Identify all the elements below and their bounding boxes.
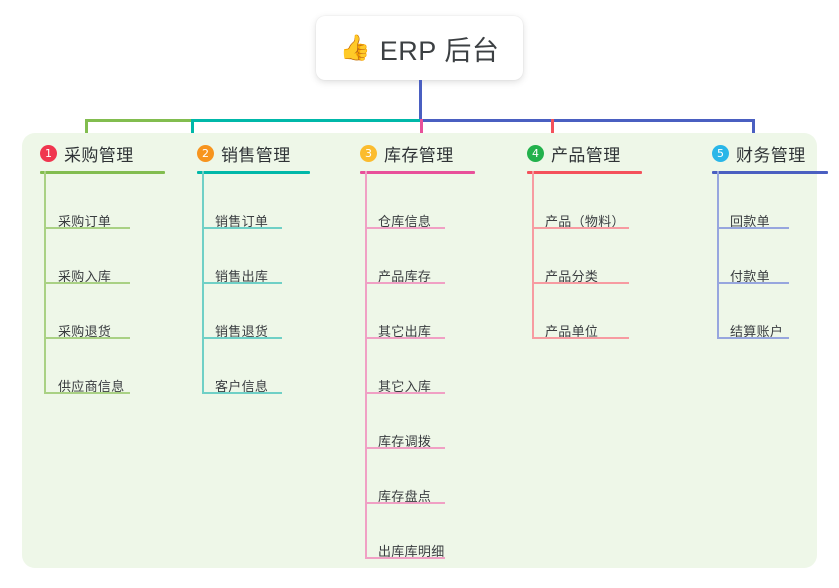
branch-title: 库存管理 [384, 146, 454, 165]
branch-spine-line [532, 171, 534, 337]
branch-number-badge: 1 [40, 145, 57, 162]
leaf-item[interactable]: 销售订单 [215, 214, 269, 229]
branch-spine-line [44, 171, 46, 392]
leaf-item[interactable]: 其它入库 [378, 379, 432, 394]
root-node-erp-backend[interactable]: 👍 ERP 后台 [316, 16, 523, 80]
branch-header-1[interactable]: 1 采购管理 [40, 141, 134, 166]
branch-column-3: 3 库存管理仓库信息产品库存其它出库其它入库库存调拨库存盘点出库库明细 [360, 133, 515, 568]
branch-header-underline [712, 171, 828, 174]
leaf-item-underline [44, 282, 130, 284]
leaf-item-underline [365, 447, 445, 449]
branch-header-5[interactable]: 5 财务管理 [712, 141, 806, 166]
leaf-item-underline [365, 227, 445, 229]
bus-segment-2 [191, 119, 420, 122]
leaf-item[interactable]: 产品（物料） [545, 214, 625, 229]
branch-number-badge: 5 [712, 145, 729, 162]
leaf-item-underline [365, 502, 445, 504]
leaf-item-underline [202, 282, 282, 284]
branch-column-4: 4 产品管理产品（物料） 产品分类产品单位 [527, 133, 682, 568]
leaf-item-underline [44, 392, 130, 394]
branch-title: 财务管理 [736, 146, 806, 165]
branch-header-underline [197, 171, 310, 174]
branch-title: 采购管理 [64, 146, 134, 165]
leaf-item-underline [532, 227, 629, 229]
leaf-item[interactable]: 仓库信息 [378, 214, 432, 229]
leaf-item-underline [202, 392, 282, 394]
leaf-item-underline [532, 282, 629, 284]
leaf-item-underline [365, 557, 445, 559]
leaf-item-underline [365, 282, 445, 284]
branch-header-underline [527, 171, 642, 174]
leaf-item-underline [202, 227, 282, 229]
leaf-item[interactable]: 出库库明细 [378, 544, 445, 559]
branch-number-badge: 4 [527, 145, 544, 162]
leaf-item[interactable]: 销售出库 [215, 269, 269, 284]
leaf-item-underline [365, 337, 445, 339]
leaf-item-underline [44, 227, 130, 229]
leaf-item[interactable]: 采购退货 [58, 324, 112, 339]
branch-spine-line [202, 171, 204, 392]
branch-header-2[interactable]: 2 销售管理 [197, 141, 291, 166]
leaf-item-underline [717, 337, 789, 339]
leaf-item[interactable]: 付款单 [730, 269, 770, 284]
branch-column-2: 2 销售管理销售订单销售出库销售退货客户信息 [197, 133, 350, 568]
leaf-item-underline [202, 337, 282, 339]
branch-header-3[interactable]: 3 库存管理 [360, 141, 454, 166]
branch-header-underline [360, 171, 475, 174]
leaf-item[interactable]: 库存调拨 [378, 434, 432, 449]
leaf-item-underline [532, 337, 629, 339]
leaf-item-underline [717, 227, 789, 229]
leaf-item[interactable]: 产品库存 [378, 269, 432, 284]
bus-segment-3 [420, 119, 752, 122]
leaf-item[interactable]: 采购订单 [58, 214, 112, 229]
leaf-item[interactable]: 产品分类 [545, 269, 599, 284]
branch-header-underline [40, 171, 165, 174]
leaf-item[interactable]: 结算账户 [730, 324, 784, 339]
branches-panel: 1 采购管理采购订单采购入库采购退货供应商信息 2 销售管理销售订单销售出库销售退货客… [22, 133, 828, 568]
root-stem-line [419, 80, 422, 120]
branch-number-badge: 2 [197, 145, 214, 162]
leaf-item[interactable]: 回款单 [730, 214, 770, 229]
leaf-item[interactable]: 采购入库 [58, 269, 112, 284]
leaf-item[interactable]: 客户信息 [215, 379, 269, 394]
branch-spine-line [717, 171, 719, 337]
thumbs-up-icon: 👍 [339, 33, 371, 62]
leaf-item[interactable]: 供应商信息 [58, 379, 125, 394]
branch-title: 产品管理 [551, 146, 621, 165]
branch-spine-line [365, 171, 367, 557]
leaf-item-underline [717, 282, 789, 284]
leaf-item[interactable]: 销售退货 [215, 324, 269, 339]
branch-number-badge: 3 [360, 145, 377, 162]
branch-column-5: 5 财务管理回款单付款单结算账户 [712, 133, 839, 568]
branch-title: 销售管理 [221, 146, 291, 165]
leaf-item[interactable]: 库存盘点 [378, 489, 432, 504]
branch-header-4[interactable]: 4 产品管理 [527, 141, 621, 166]
leaf-item-underline [365, 392, 445, 394]
leaf-item[interactable]: 产品单位 [545, 324, 599, 339]
leaf-item[interactable]: 其它出库 [378, 324, 432, 339]
root-node-title: ERP 后台 [379, 35, 500, 66]
leaf-item-underline [44, 337, 130, 339]
bus-segment-1 [85, 119, 191, 122]
branch-column-1: 1 采购管理采购订单采购入库采购退货供应商信息 [40, 133, 205, 568]
